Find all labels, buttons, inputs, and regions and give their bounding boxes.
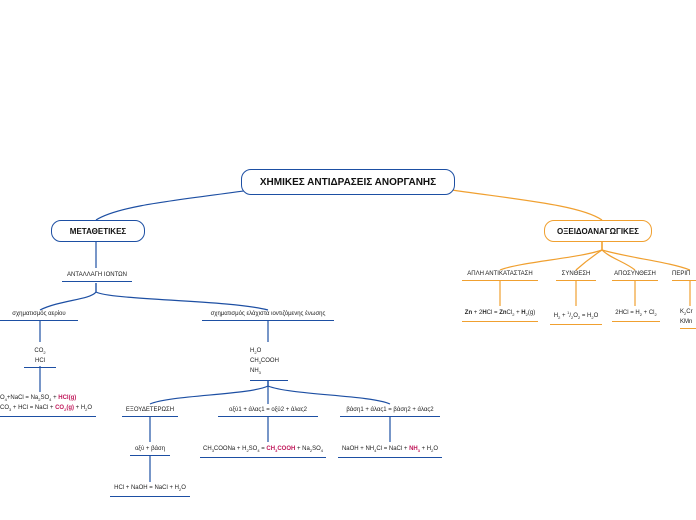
node-ilektrolytis[interactable]: σχηματισμός ελάχιστα ιοντιζόμενης ένωσης — [202, 310, 334, 321]
node-oxy-alas[interactable]: οξύ1 + άλας1 = οξύ2 + άλας2 — [218, 406, 318, 417]
node-aeriou[interactable]: σχηματισμός αερίου — [0, 310, 78, 321]
node-metathetikes[interactable]: ΜΕΤΑΘΕΤΙΚΕΣ — [51, 220, 145, 242]
node-vasi-alas[interactable]: βάση1 + άλας1 = βάση2 + άλας2 — [340, 406, 440, 417]
product-h2o: H2O — [250, 348, 262, 356]
node-periploki[interactable]: ΠΕΡΙΠ — [672, 270, 696, 281]
item-kmn: KMn — [680, 319, 693, 326]
product-hcl: HCl — [35, 358, 45, 365]
product-ch3cooh: CH3COOH — [250, 358, 279, 366]
product-nh3: NH3 — [250, 368, 261, 376]
node-oxy-alas-equation[interactable]: CH3COONa + H2SO4 = CH3COOH + Na2SO4 — [200, 445, 326, 459]
node-periploki-items[interactable]: K2Cr KMn — [680, 308, 696, 330]
node-antallagi-ionton[interactable]: ΑΝΤΑΛΛΑΓΗ ΙΟΝΤΩΝ — [62, 271, 132, 282]
node-oxeidoanagogikes[interactable]: ΟΞΕΙΔΟΑΝΑΓΩΓΙΚΕΣ — [544, 220, 652, 242]
node-apli-antikatastasi[interactable]: ΑΠΛΗ ΑΝΤΙΚΑΤΑΣΤΑΣΗ — [462, 270, 538, 281]
item-k2cr: K2Cr — [680, 309, 693, 317]
node-oxy-vasi-equation[interactable]: HCl + NaOH = NaCl + H2O — [110, 484, 190, 498]
root-node[interactable]: ΧΗΜΙΚΕΣ ΑΝΤΙΔΡΑΣΕΙΣ ΑΝΟΡΓΑΝΗΣ — [241, 169, 455, 195]
equation-nacl-h2so4: O4+NaCl = Na2SO4 + HCl(g) — [0, 395, 77, 403]
node-aposynthesi-equation[interactable]: 2HCl = H2 + Cl2 — [612, 309, 660, 323]
node-ilektrolytis-products[interactable]: H2O CH3COOH NH3 — [250, 347, 288, 381]
product-co2: CO2 — [34, 348, 46, 356]
node-aposynthesi[interactable]: ΑΠΟΣΥΝΘΕΣΗ — [612, 270, 658, 281]
node-synthesi-equation[interactable]: H2 + 1/2O2 = H2O — [550, 309, 602, 326]
node-aeriou-equations[interactable]: O4+NaCl = Na2SO4 + HCl(g) CO3 + HCl = Na… — [0, 394, 96, 418]
node-synthesi[interactable]: ΣΥΝΘΕΣΗ — [556, 270, 596, 281]
node-aeriou-products[interactable]: CO2 HCl — [24, 347, 56, 369]
equation-na2co3-hcl: CO3 + HCl = NaCl + CO2(g) + H2O — [0, 405, 93, 413]
node-apli-equation[interactable]: Zn + 2HCl = ZnCl2 + H2(g) — [462, 309, 538, 323]
node-exoudeterosi[interactable]: ΕΞΟΥΔΕΤΕΡΩΣΗ — [122, 406, 178, 417]
node-vasi-alas-equation[interactable]: NaOH + NH4Cl = NaCl + NH3 + H2O — [338, 445, 442, 459]
node-oxy-vasi[interactable]: οξύ + βάση — [130, 445, 170, 456]
